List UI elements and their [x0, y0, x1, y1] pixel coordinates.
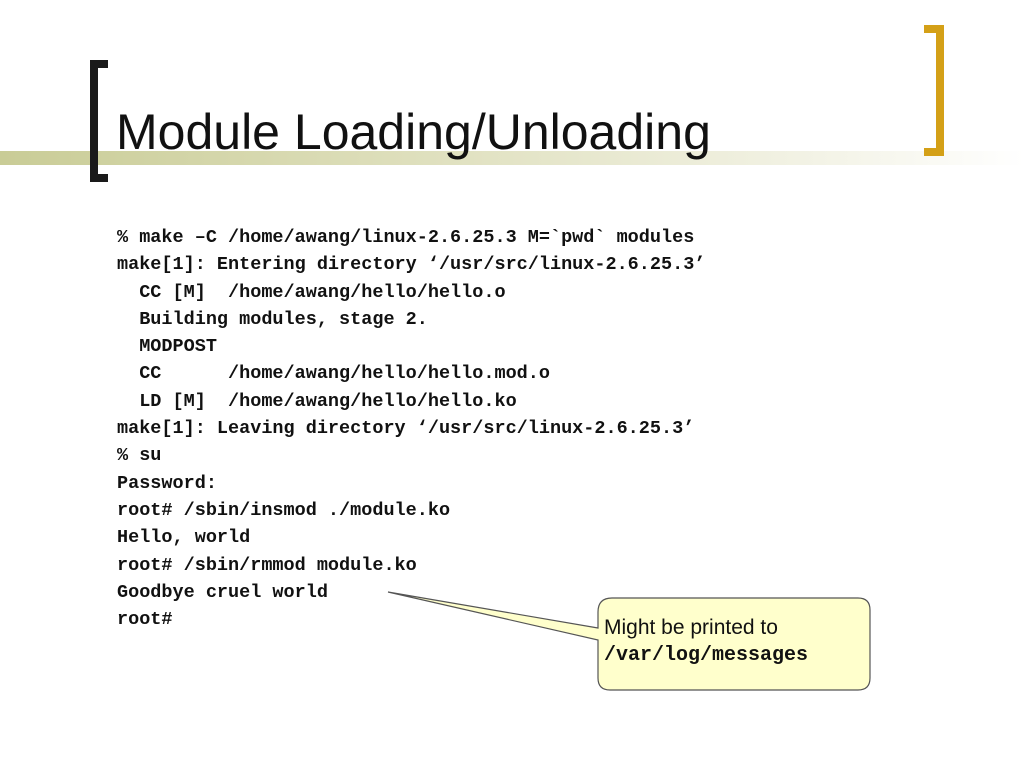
- callout-caption: Might be printed to: [604, 616, 778, 639]
- terminal-line: make[1]: Leaving directory ‘/usr/src/lin…: [117, 418, 695, 440]
- terminal-line: Hello, world: [117, 527, 251, 549]
- terminal-output: % make –C /home/awang/linux-2.6.25.3 M=`…: [117, 224, 705, 633]
- terminal-line: CC /home/awang/hello/hello.mod.o: [117, 363, 550, 385]
- terminal-line: make[1]: Entering directory ‘/usr/src/li…: [117, 254, 706, 276]
- terminal-line: Goodbye cruel world: [117, 581, 328, 603]
- terminal-line: Password:: [117, 472, 217, 494]
- left-bracket-decoration: [90, 60, 108, 182]
- terminal-line: Building modules, stage 2.: [117, 308, 428, 330]
- slide-title: Module Loading/Unloading: [116, 104, 711, 160]
- terminal-line: % make –C /home/awang/linux-2.6.25.3 M=`…: [117, 227, 695, 248]
- terminal-line: root# /sbin/insmod ./module.ko: [117, 499, 451, 521]
- terminal-line: root# /sbin/rmmod module.ko: [117, 554, 417, 576]
- terminal-line: CC [M] /home/awang/hello/hello.o: [117, 281, 506, 303]
- terminal-line: root#: [117, 609, 173, 631]
- terminal-line: % su: [117, 445, 162, 467]
- title-band: [0, 151, 1024, 165]
- terminal-line: MODPOST: [117, 336, 217, 358]
- terminal-line: LD [M] /home/awang/hello/hello.ko: [117, 390, 517, 412]
- callout-text: Might be printed to /var/log/messages: [604, 614, 866, 670]
- right-bracket-decoration: [924, 25, 944, 156]
- callout-path: /var/log/messages: [604, 644, 809, 667]
